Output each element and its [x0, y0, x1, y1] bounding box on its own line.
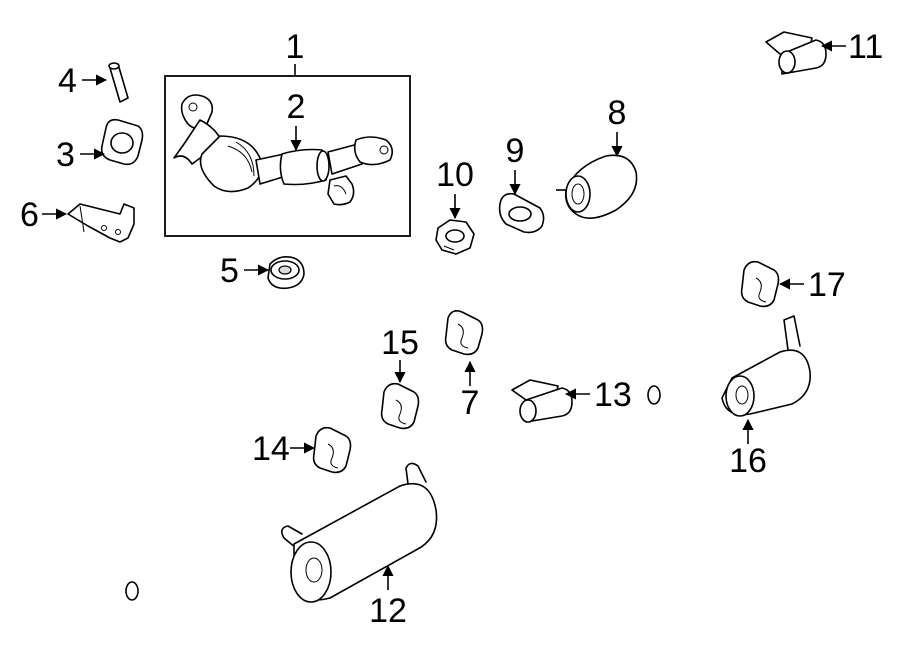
callout-1: 1: [286, 28, 305, 66]
callout-label: 16: [729, 442, 767, 480]
callout-11: 11: [820, 28, 883, 66]
isolator-5: [267, 256, 305, 290]
callout-label: 8: [608, 94, 627, 132]
catalytic-converter: [173, 94, 394, 206]
callout-14: 14: [252, 430, 316, 468]
hanger-14: [312, 426, 352, 474]
callout-label: 4: [58, 62, 77, 100]
hanger-7: [444, 310, 484, 356]
pin: [108, 62, 129, 103]
callout-16: 16: [729, 418, 767, 480]
exhaust-tip-13: [511, 379, 573, 423]
callout-label: 14: [252, 430, 290, 468]
callout-3: 3: [56, 136, 106, 174]
callout-label: 3: [56, 136, 75, 174]
callout-5: 5: [220, 252, 270, 290]
callout-label: 12: [369, 592, 407, 630]
nut-10: [435, 219, 475, 255]
hanger-17: [740, 260, 780, 308]
callout-7: 7: [461, 360, 480, 422]
callout-label: 5: [220, 252, 239, 290]
callout-6: 6: [20, 196, 68, 234]
converter-assembly-box: [164, 64, 411, 237]
callout-label: 10: [436, 156, 474, 194]
callout-label: 15: [381, 324, 419, 362]
callout-label: 17: [808, 266, 846, 304]
callout-10: 10: [436, 156, 474, 220]
gasket-9: [498, 192, 545, 234]
callout-13: 13: [564, 376, 632, 414]
callout-label: 2: [287, 88, 306, 126]
callout-8: 8: [608, 94, 627, 158]
callout-label: 11: [848, 28, 883, 66]
gasket-3: [100, 118, 144, 166]
resonator-pipe-8: [556, 67, 759, 219]
callout-12: 12: [369, 564, 407, 630]
callout-label: 6: [20, 196, 39, 234]
muffler-12: [125, 421, 499, 603]
callout-9: 9: [506, 132, 525, 196]
bracket-6: [67, 203, 135, 243]
callout-label: 9: [506, 132, 525, 170]
callout-label: 1: [286, 28, 305, 66]
muffler-16: [647, 315, 869, 417]
callout-2: 2: [287, 88, 306, 152]
callout-17: 17: [778, 266, 846, 304]
callout-15: 15: [381, 324, 419, 384]
callout-4: 4: [58, 62, 108, 100]
exhaust-tip-11: [765, 31, 827, 75]
hanger-15: [380, 382, 420, 430]
callout-label: 13: [594, 376, 632, 414]
callout-label: 7: [461, 384, 480, 422]
